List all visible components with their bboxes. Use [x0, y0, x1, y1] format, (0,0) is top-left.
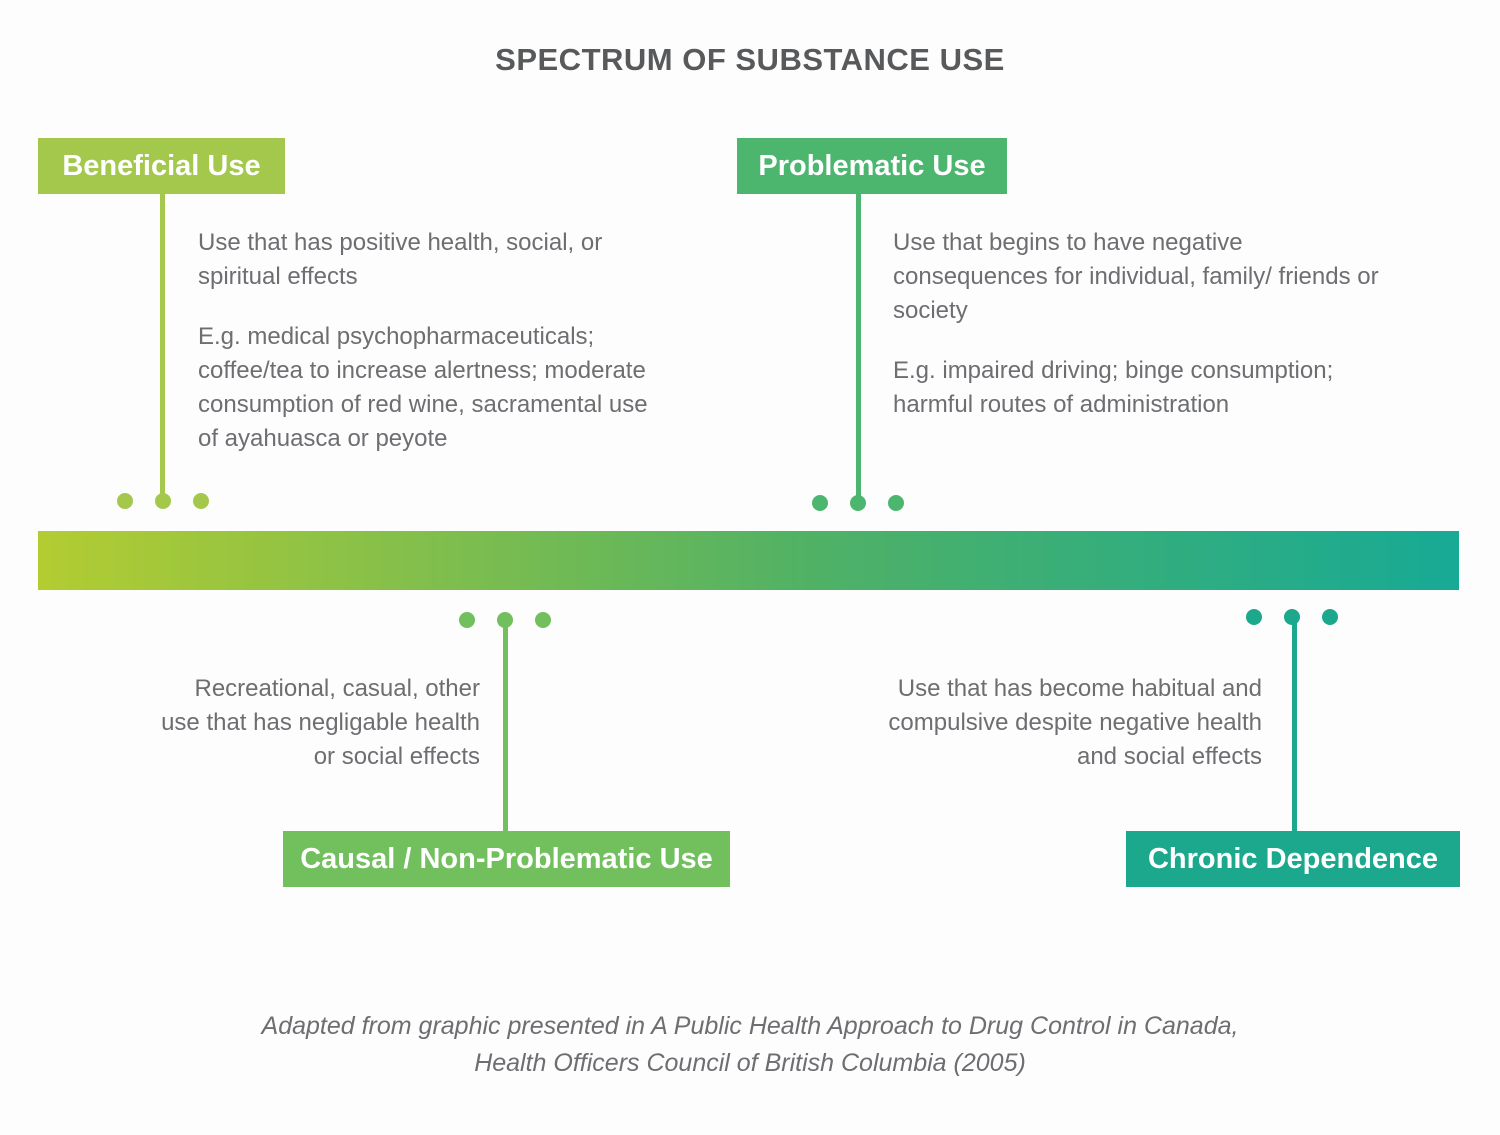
citation-line-1: Adapted from graphic presented in A Publ…: [261, 1012, 1239, 1040]
description-problematic-text: Use that begins to have negative consequ…: [893, 229, 1379, 324]
spectrum-gradient-bar: [38, 531, 1459, 590]
label-chronic-dependence: Chronic Dependence: [1126, 831, 1460, 887]
timeline-dot: [193, 493, 209, 509]
timeline-dots-problematic: [812, 495, 904, 511]
connector-line-beneficial: [160, 194, 165, 497]
label-beneficial-use: Beneficial Use: [38, 138, 285, 194]
description-problematic: Use that begins to have negative consequ…: [893, 226, 1403, 422]
timeline-dots-beneficial: [117, 493, 209, 509]
description-casual: Recreational, casual, other use that has…: [150, 672, 480, 774]
timeline-dots-casual: [459, 612, 551, 628]
citation-line-2: Health Officers Council of British Colum…: [474, 1049, 1026, 1077]
label-chronic-dependence-text: Chronic Dependence: [1147, 842, 1439, 875]
label-beneficial-use-text: Beneficial Use: [62, 149, 261, 182]
timeline-dot: [497, 612, 513, 628]
description-casual-text: Recreational, casual, other use that has…: [161, 675, 480, 770]
timeline-dot: [812, 495, 828, 511]
description-beneficial: Use that has positive health, social, or…: [198, 226, 673, 456]
timeline-dots-chronic: [1246, 609, 1338, 625]
timeline-dot: [117, 493, 133, 509]
label-problematic-use: Problematic Use: [737, 138, 1007, 194]
label-casual-use: Causal / Non-Problematic Use: [283, 831, 730, 887]
page-title: SPECTRUM OF SUBSTANCE USE: [495, 42, 1005, 77]
timeline-dot: [535, 612, 551, 628]
timeline-dot: [850, 495, 866, 511]
example-problematic-text: E.g. impaired driving; binge consumption…: [893, 357, 1334, 418]
connector-line-chronic: [1292, 621, 1297, 831]
description-chronic-text: Use that has become habitual and compuls…: [888, 675, 1262, 770]
timeline-dot: [888, 495, 904, 511]
timeline-dot: [459, 612, 475, 628]
example-beneficial-text: E.g. medical psychopharmaceuticals; coff…: [198, 323, 648, 452]
description-chronic: Use that has become habitual and compuls…: [872, 672, 1262, 774]
label-problematic-use-text: Problematic Use: [758, 149, 986, 182]
timeline-dot: [1246, 609, 1262, 625]
description-beneficial-text: Use that has positive health, social, or…: [198, 229, 603, 290]
connector-line-problematic: [856, 194, 861, 499]
connector-line-casual: [503, 624, 508, 831]
label-casual-use-text: Causal / Non-Problematic Use: [300, 842, 713, 875]
citation: Adapted from graphic presented in A Publ…: [0, 1008, 1500, 1082]
timeline-dot: [1322, 609, 1338, 625]
timeline-dot: [155, 493, 171, 509]
